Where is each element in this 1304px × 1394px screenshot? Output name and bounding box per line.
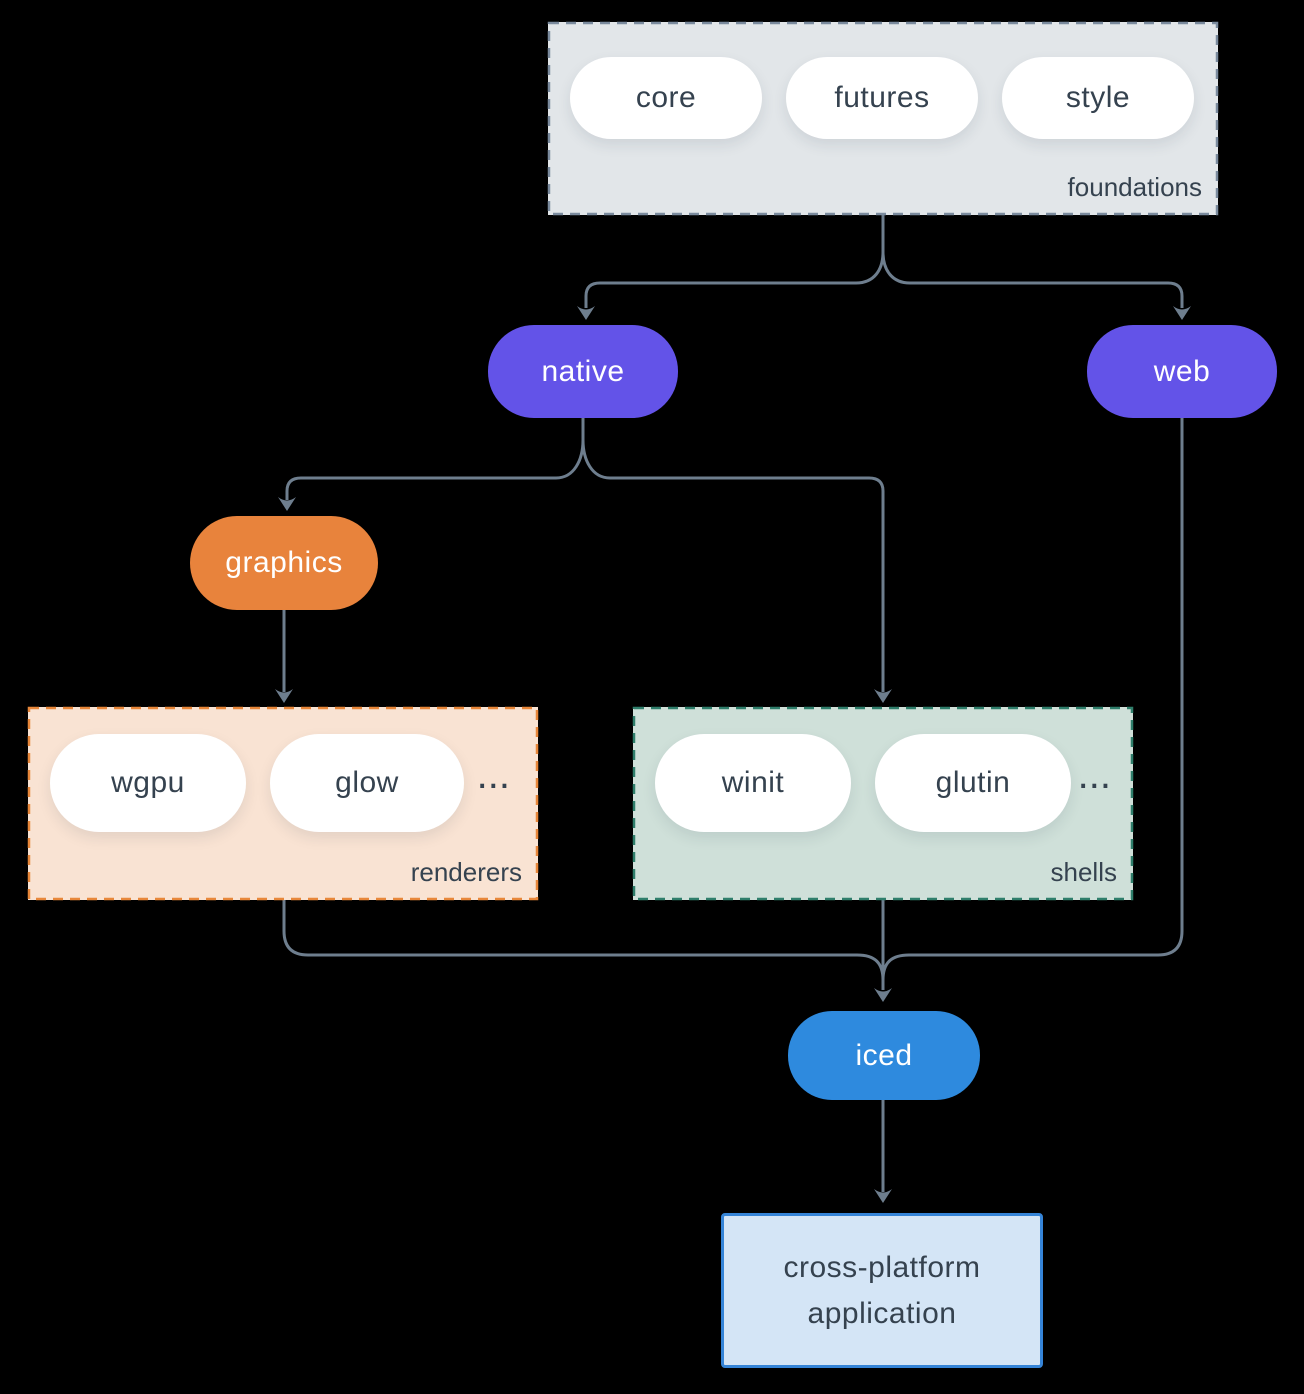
futures-pill: futures <box>786 57 978 139</box>
connector-lines <box>282 215 1184 1192</box>
connector-foundations-web <box>881 215 1184 308</box>
wgpu-pill: wgpu <box>50 734 246 832</box>
arrowhead <box>1173 306 1191 320</box>
native-node: native <box>488 325 678 418</box>
arrowhead <box>577 306 595 320</box>
connector-renderers-iced <box>282 900 885 981</box>
application-label-line1: cross-platform <box>783 1250 981 1284</box>
renderers-label: renderers <box>410 857 522 887</box>
arrowhead <box>874 689 892 703</box>
foundations-label: foundations <box>1067 172 1202 202</box>
core-pill: core <box>570 57 762 139</box>
renderers-ellipsis: ... <box>476 753 510 797</box>
winit-pill: winit <box>655 734 851 832</box>
style-pill: style <box>1002 57 1194 139</box>
application-label-line2: application <box>807 1296 957 1330</box>
application-node: cross-platform application <box>721 1213 1043 1368</box>
web-node: web <box>1087 325 1277 418</box>
connector-native-shells <box>581 418 885 692</box>
arrowhead <box>275 689 293 703</box>
graphics-node: graphics <box>190 516 378 610</box>
iced-node: iced <box>788 1011 980 1100</box>
glutin-pill: glutin <box>875 734 1071 832</box>
arrowhead <box>874 988 892 1002</box>
connector-foundations-native <box>584 215 885 308</box>
shells-ellipsis: ... <box>1077 753 1111 797</box>
connector-native-graphics <box>285 418 585 500</box>
arrowhead <box>874 1189 892 1203</box>
shells-label: shells <box>1050 857 1117 887</box>
glow-pill: glow <box>270 734 464 832</box>
arrowhead <box>278 497 296 511</box>
